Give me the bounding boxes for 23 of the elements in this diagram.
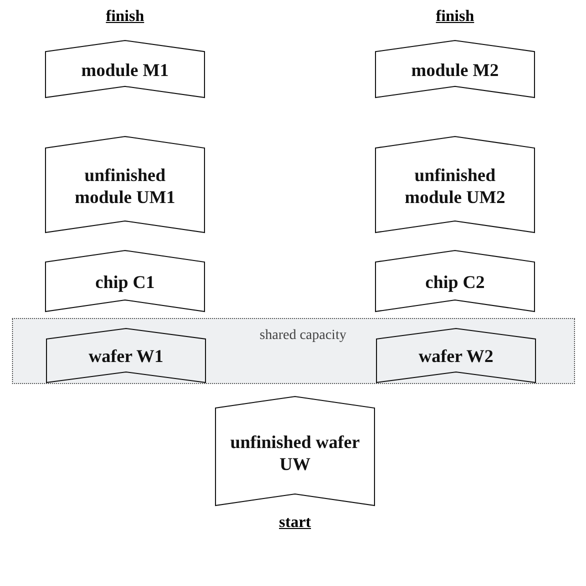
chevron-shape xyxy=(215,396,375,506)
chevron-shape xyxy=(375,250,535,312)
stage-label: module M1 xyxy=(81,58,169,82)
stage-label: unfinished module UM2 xyxy=(404,164,506,209)
flow-end-heading: finish xyxy=(436,8,474,26)
stage-label: wafer W2 xyxy=(418,345,494,368)
band-label: shared capacity xyxy=(258,327,348,344)
chevron-shape xyxy=(46,328,206,383)
chevron-shape xyxy=(375,136,535,233)
stage-label: unfinished wafer UW xyxy=(229,430,361,476)
shared-capacity-band xyxy=(12,318,575,384)
stage-label: wafer W1 xyxy=(88,345,164,368)
chevron-shape xyxy=(375,40,535,98)
chevron-shape xyxy=(376,328,536,383)
stage-label: chip C1 xyxy=(95,270,155,294)
chevron-shape xyxy=(45,136,205,233)
flow-end-heading: start xyxy=(279,514,311,532)
stage-label: module M2 xyxy=(411,58,499,82)
stage-label: unfinished module UM1 xyxy=(74,164,176,209)
chevron-shape xyxy=(45,250,205,312)
chevron-shape xyxy=(45,40,205,98)
stage-label: chip C2 xyxy=(425,270,485,294)
flow-end-heading: finish xyxy=(106,8,144,26)
